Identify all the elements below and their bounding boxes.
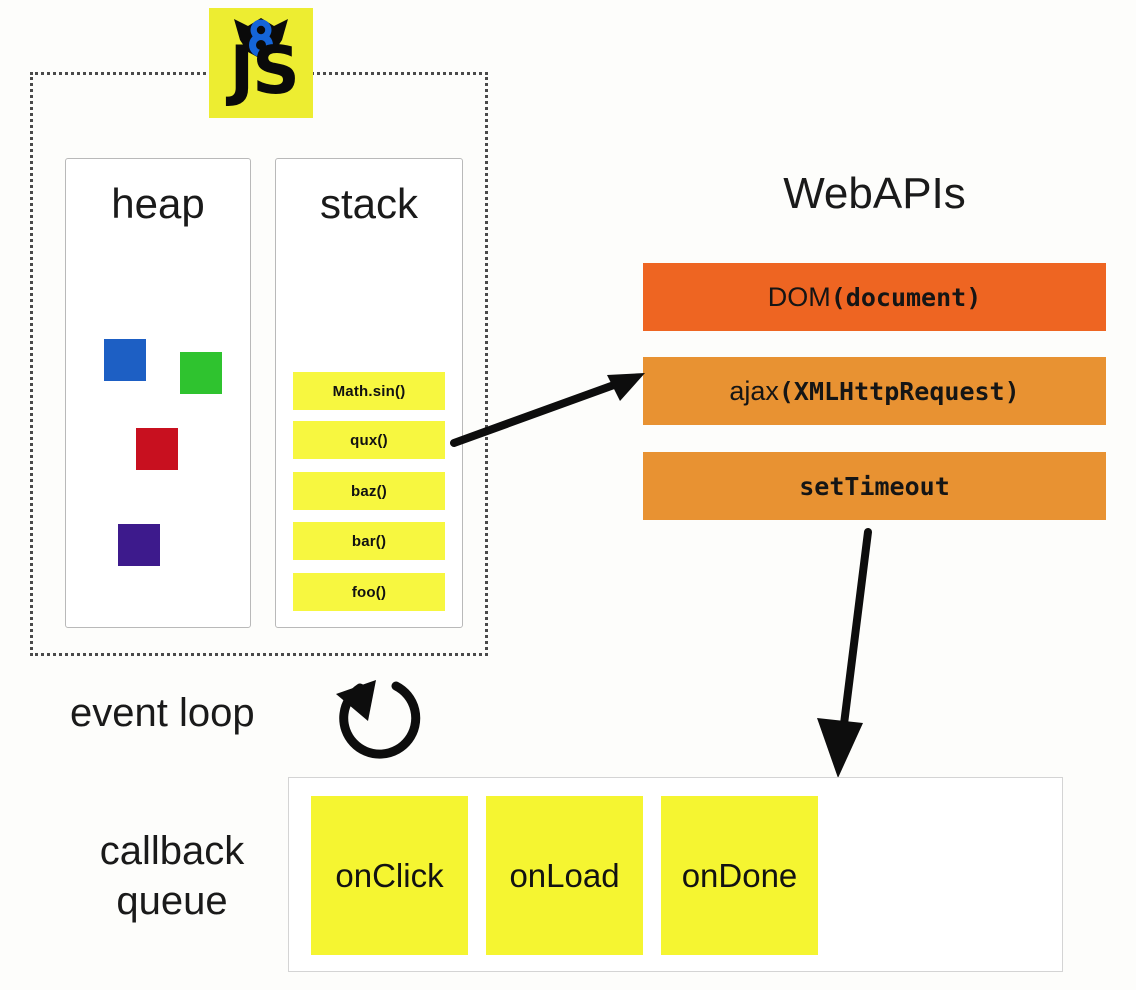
heap-object-green [180,352,222,394]
api-ajax: ajax (XMLHttpRequest) [643,357,1106,425]
callback-queue-label: callback queue [72,826,272,926]
queue-item: onLoad [486,796,643,955]
circular-arrow-icon [336,680,421,759]
heap-object-purple [118,524,160,566]
stack-frame: baz() [293,472,445,510]
webapis-title: WebAPIs [783,169,966,218]
callback-queue-container: onClick onLoad onDone [288,777,1063,972]
js-logo-text: JS [229,32,300,109]
api-ajax-prefix: ajax [729,375,779,406]
heap-object-red [136,428,178,470]
heap-title: heap [111,180,205,227]
event-loop-label: event loop [70,691,255,735]
v8-badge-icon [234,18,288,59]
stack-title: stack [319,180,419,227]
heap-object-blue [104,339,146,381]
api-ajax-code: (XMLHttpRequest) [778,376,1020,406]
api-settimeout-code: setTimeout [799,471,950,501]
api-dom-prefix: DOM [767,281,831,312]
stack-frame: Math.sin() [293,372,445,410]
callback-queue-label-line2: queue [116,879,228,923]
stack-frame: foo() [293,573,445,611]
js-v8-logo: JS [209,8,313,118]
queue-item: onClick [311,796,468,955]
queue-item: onDone [661,796,818,955]
api-dom-code: (document) [830,282,982,312]
api-dom: DOM (document) [643,263,1106,331]
stack-frame: bar() [293,522,445,560]
arrow-webapis-to-callback-queue [817,528,872,778]
callback-queue-label-line1: callback [99,829,245,873]
stack-frame: qux() [293,421,445,459]
api-settimeout: setTimeout [643,452,1106,520]
